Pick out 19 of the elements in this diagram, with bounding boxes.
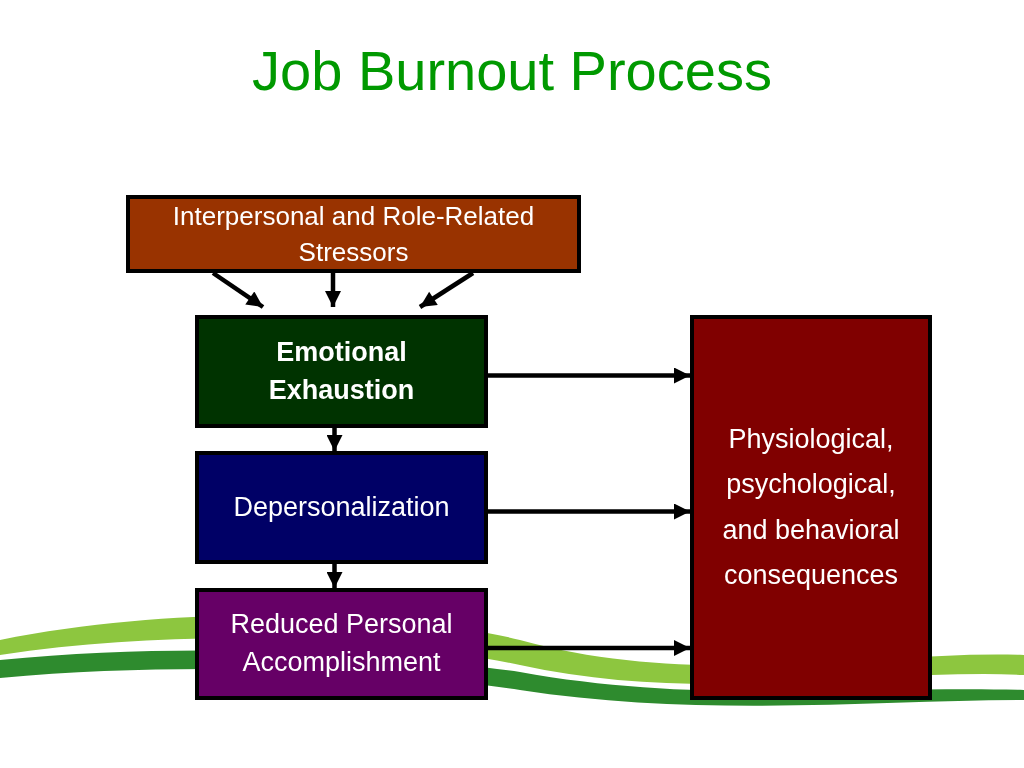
process-box (126, 195, 581, 273)
arrow (211, 271, 265, 309)
box-text: Physiological, psychological, and behavioral consequences (721, 422, 901, 592)
arrow (325, 273, 341, 307)
process-box (195, 451, 488, 564)
process-box (195, 588, 488, 700)
arrow (418, 271, 475, 309)
title: Job Burnout Process (251, 38, 773, 103)
box-text: Reduced Personal Accomplishment (229, 608, 454, 679)
box-text: Interpersonal and Role-Related Stressors (171, 199, 536, 269)
process-box (690, 315, 932, 700)
process-box (195, 315, 488, 428)
box-text: Emotional Exhaustion (267, 335, 416, 407)
arrow (488, 640, 690, 656)
arrow (488, 503, 690, 520)
arrow (326, 564, 343, 588)
arrow (488, 367, 690, 384)
arrow (326, 428, 343, 451)
box-text: Depersonalization (232, 490, 451, 524)
